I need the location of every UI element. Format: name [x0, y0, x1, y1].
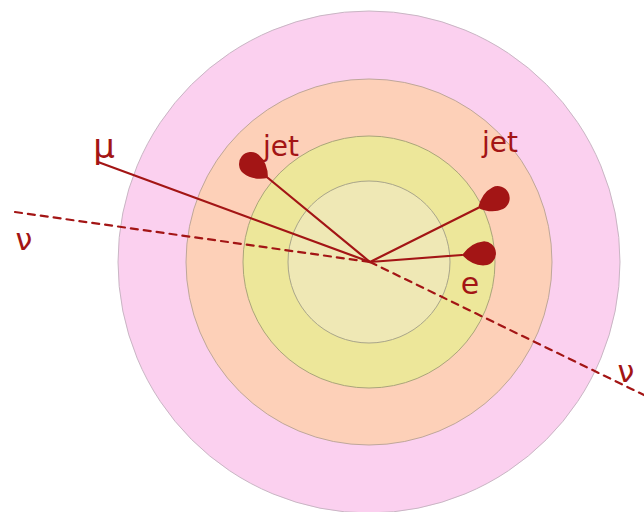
- particle-label: μ: [93, 129, 115, 163]
- electron-track: [370, 255, 462, 262]
- particle-label: ν: [618, 357, 635, 387]
- electron-deposit: [461, 240, 497, 266]
- particle-label: e: [461, 269, 479, 299]
- jet-label: jet: [482, 129, 518, 157]
- neutrino-track: [15, 212, 370, 262]
- jet-label: jet: [263, 133, 299, 161]
- jet-deposit: [473, 182, 514, 219]
- jet-track: [370, 208, 478, 262]
- neutrino-track: [370, 262, 644, 395]
- jet-track: [268, 178, 370, 262]
- particle-label: ν: [16, 225, 33, 255]
- muon-track: [98, 162, 370, 262]
